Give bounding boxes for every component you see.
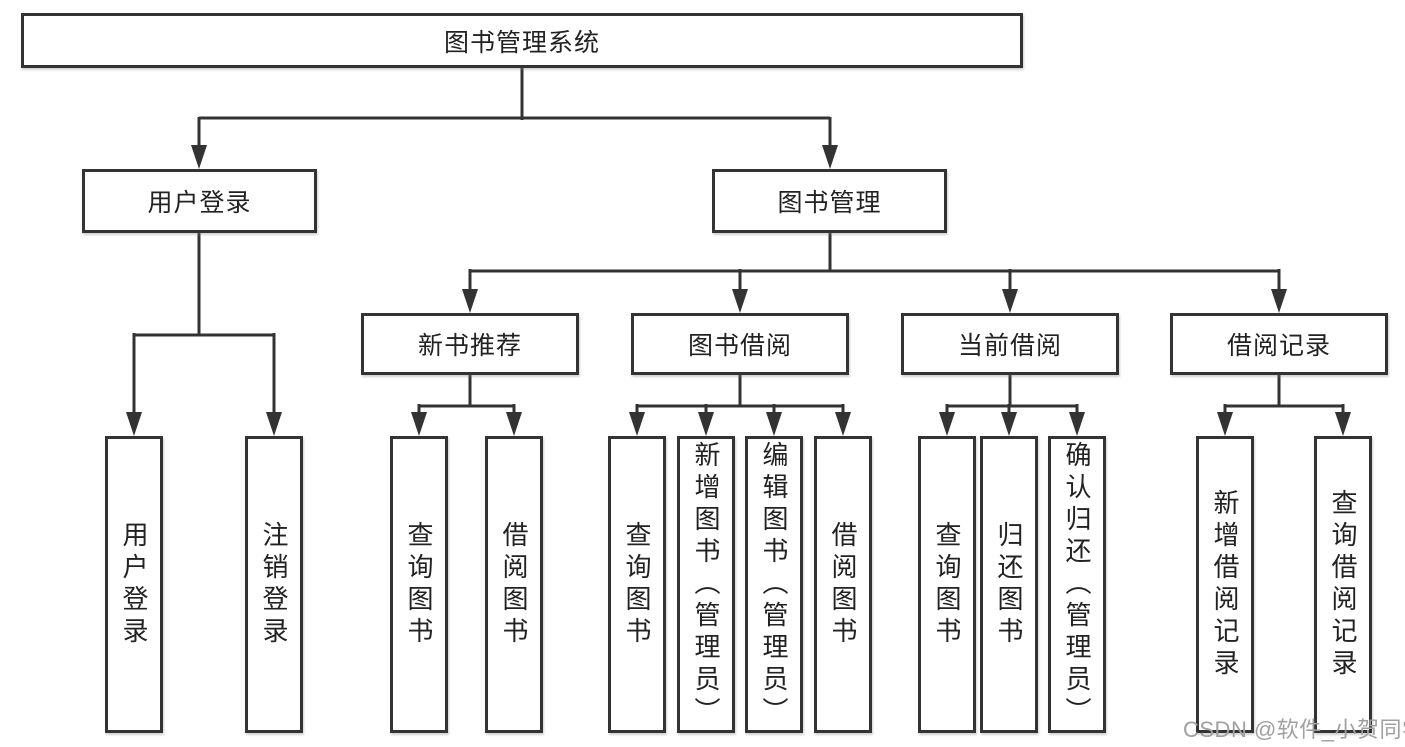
node-user-login: 用户登录 — [82, 169, 317, 233]
arrowhead — [835, 412, 851, 436]
arrowhead — [126, 412, 142, 436]
leaf-add-borrow-record: 新增借阅记录 — [1196, 436, 1254, 733]
arrowhead — [1335, 412, 1351, 436]
node-borrow-records: 借阅记录 — [1170, 313, 1388, 375]
arrowhead — [766, 412, 782, 436]
arrowhead — [698, 412, 714, 436]
leaf-borrow-books-recommend: 借阅图书 — [485, 436, 543, 733]
csdn-watermark: CSDN @软件_小贺同学 — [1183, 717, 1405, 742]
leaf-query-books-borrow: 查询图书 — [608, 436, 666, 733]
connector-user-login — [132, 233, 276, 414]
node-current-borrow: 当前借阅 — [901, 313, 1119, 375]
node-root-system: 图书管理系统 — [21, 13, 1023, 68]
leaf-query-books-recommend: 查询图书 — [390, 436, 448, 733]
arrowhead — [939, 412, 955, 436]
arrowhead — [191, 145, 207, 169]
leaf-return-book: 归还图书 — [980, 436, 1038, 733]
leaf-confirm-return-admin: 确认归还（管理员） — [1048, 436, 1106, 733]
connector-new-book — [417, 375, 516, 414]
arrowhead — [411, 412, 427, 436]
leaf-user-login: 用户登录 — [105, 436, 163, 733]
node-book-management: 图书管理 — [712, 169, 947, 233]
arrowhead — [266, 412, 282, 436]
leaf-edit-book-admin: 编辑图书（管理员） — [745, 436, 803, 733]
arrowhead — [1217, 412, 1233, 436]
node-new-book-recommend: 新书推荐 — [361, 313, 579, 375]
connector-borrow-record — [1223, 375, 1345, 414]
leaf-add-book-admin: 新增图书（管理员） — [677, 436, 735, 733]
arrowhead — [732, 289, 748, 313]
leaf-query-books-current: 查询图书 — [918, 436, 976, 733]
leaf-logout: 注销登录 — [245, 436, 303, 733]
arrowhead — [629, 412, 645, 436]
connector-current-borrow — [945, 375, 1079, 414]
leaf-borrow-books: 借阅图书 — [814, 436, 872, 733]
connector-book-borrow — [635, 375, 845, 414]
leaf-query-borrow-record: 查询借阅记录 — [1314, 436, 1372, 733]
arrowhead — [822, 145, 838, 169]
arrowhead — [1271, 289, 1287, 313]
arrowhead — [1001, 412, 1017, 436]
connector-root — [197, 68, 832, 147]
connector-book-mgmt — [468, 233, 1281, 291]
node-book-borrow: 图书借阅 — [631, 313, 849, 375]
arrowhead — [1069, 412, 1085, 436]
arrowhead — [1002, 289, 1018, 313]
arrowhead — [506, 412, 522, 436]
arrowhead — [462, 289, 478, 313]
